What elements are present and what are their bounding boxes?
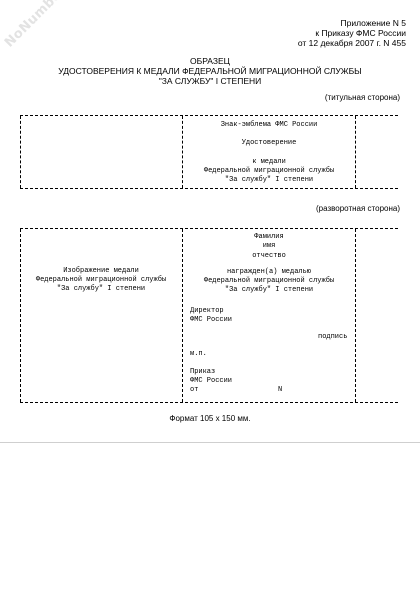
order-number-text: N bbox=[278, 386, 283, 394]
order-date-text: от bbox=[190, 386, 199, 394]
document-heading: ОБРАЗЕЦ УДОСТОВЕРЕНИЯ К МЕДАЛИ ФЕДЕРАЛЬН… bbox=[0, 56, 420, 86]
surname-field: Фамилия bbox=[254, 233, 284, 241]
appendix-block: Приложение N 5 к Приказу ФМС России от 1… bbox=[298, 18, 406, 48]
director-text: Директор bbox=[190, 307, 224, 315]
medal-line: "За службу" I степени bbox=[224, 176, 314, 184]
certificate-text: Удостоверение bbox=[241, 139, 297, 147]
awarded-text: награжден(а) медалью bbox=[226, 268, 311, 276]
order-text: ФМС России bbox=[190, 377, 233, 385]
heading-line: УДОСТОВЕРЕНИЯ К МЕДАЛИ ФЕДЕРАЛЬНОЙ МИГРА… bbox=[58, 66, 362, 76]
awarded-text: Федеральной миграционной службы bbox=[203, 277, 335, 285]
appendix-line: Приложение N 5 bbox=[340, 18, 406, 28]
medal-image-text: Федеральной миграционной службы bbox=[35, 276, 167, 284]
watermark: NoNumber.ru bbox=[2, 0, 84, 51]
title-side-label: (титульная сторона) bbox=[324, 93, 400, 102]
medal-line: Федеральной миграционной службы bbox=[203, 167, 335, 175]
appendix-line: от 12 декабря 2007 г. N 455 bbox=[297, 38, 406, 48]
divider bbox=[0, 442, 420, 443]
heading-line: "ЗА СЛУЖБУ" I СТЕПЕНИ bbox=[158, 76, 262, 86]
director-text: ФМС России bbox=[190, 316, 233, 324]
medal-image-text: "За службу" I степени bbox=[56, 285, 146, 293]
medal-line: к медали bbox=[252, 158, 286, 166]
spread-side-card: Изображение медали Федеральной миграцион… bbox=[20, 228, 398, 403]
format-text: Формат 105 x 150 мм. bbox=[169, 414, 251, 423]
heading-line: ОБРАЗЕЦ bbox=[190, 56, 230, 66]
spread-side-label: (разворотная сторона) bbox=[315, 204, 400, 213]
seal-text: м.п. bbox=[190, 350, 207, 358]
awarded-text: "За службу" I степени bbox=[224, 286, 314, 294]
medal-image-text: Изображение медали bbox=[63, 267, 139, 275]
appendix-line: к Приказу ФМС России bbox=[315, 28, 406, 38]
name-field: имя bbox=[262, 242, 276, 250]
order-text: Приказ bbox=[190, 368, 216, 376]
emblem-text: Знак-эмблема ФМС России bbox=[220, 121, 318, 129]
patronymic-field: отчество bbox=[252, 252, 286, 260]
title-side-card: Знак-эмблема ФМС России Удостоверение к … bbox=[20, 115, 398, 189]
signature-text: подпись bbox=[318, 333, 348, 341]
